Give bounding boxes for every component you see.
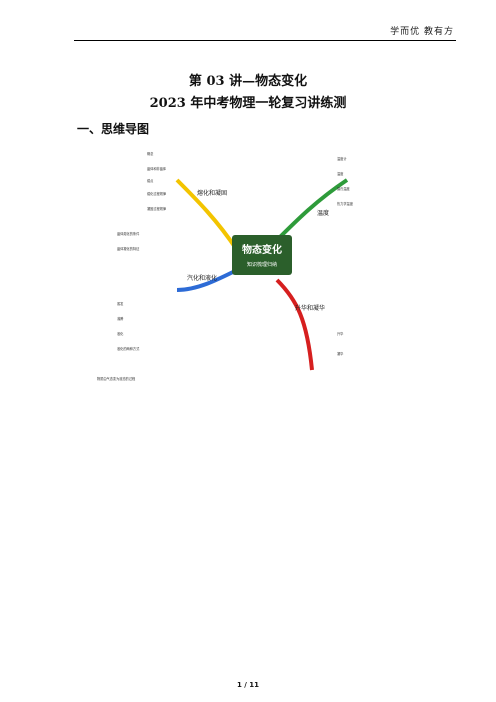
node-conditions: 晶体熔化的条件 [117,231,140,236]
node-features: 晶体凝化的特征 [117,246,140,251]
center-title: 物态变化 [242,243,282,256]
mind-map-canvas: 物态变化 知识梳理归纳 熔化和凝固 温度 汽化和液化 升华和凝华 概念 晶体和非… [97,151,354,381]
page-subtitle: 2023 年中考物理一轮复习讲练测 [149,96,347,111]
node-liquefy: 液化 [117,331,124,336]
node-process: 熔化过程规律 [147,191,167,196]
header-text: 学而优 教有方 [390,27,454,37]
mind-map: 物态变化 知识梳理归纳 熔化和凝固 温度 汽化和液化 升华和凝华 概念 晶体和非… [77,140,437,540]
node-methods: 液化的两种方式 [117,346,140,351]
page-title: 第 03 讲—物态变化 [188,74,308,89]
node-solid-process: 凝固过程规律 [147,206,167,211]
branch-line-subl [275,278,314,371]
node-temp-def: 温度 [337,171,344,176]
node-evap: 蒸发 [117,301,124,306]
node-thermo: 温度计 [337,156,347,161]
node-crystal: 晶体和非晶体 [147,166,167,171]
page-header: 学而优 教有方 [74,0,456,41]
branch-subl: 升华和凝华 [295,304,325,312]
node-melt-point: 熔点 [147,178,154,183]
branch-melt: 熔化和凝固 [197,189,227,197]
node-boil: 沸腾 [117,316,124,321]
node-deposit: 凝华 [337,351,344,356]
branch-line-temp [275,178,349,242]
center-box [232,235,292,275]
node-concept: 概念 [147,151,154,156]
page-footer: 1 / 11 [236,681,260,689]
node-subl: 升华 [337,331,344,336]
node-unit: 热力学温度 [337,201,354,206]
node-scale: 摄氏温度 [337,186,351,191]
center-subtitle: 知识梳理归纳 [247,261,277,268]
branch-vapor: 汽化和液化 [187,274,217,282]
section-heading: 一、思维导图 [77,122,150,136]
node-note: 物质由气态变为液态的过程 [97,376,136,381]
branch-temp: 温度 [317,209,329,217]
branch-line-vapor [176,268,238,292]
branch-line-melt [175,178,239,252]
